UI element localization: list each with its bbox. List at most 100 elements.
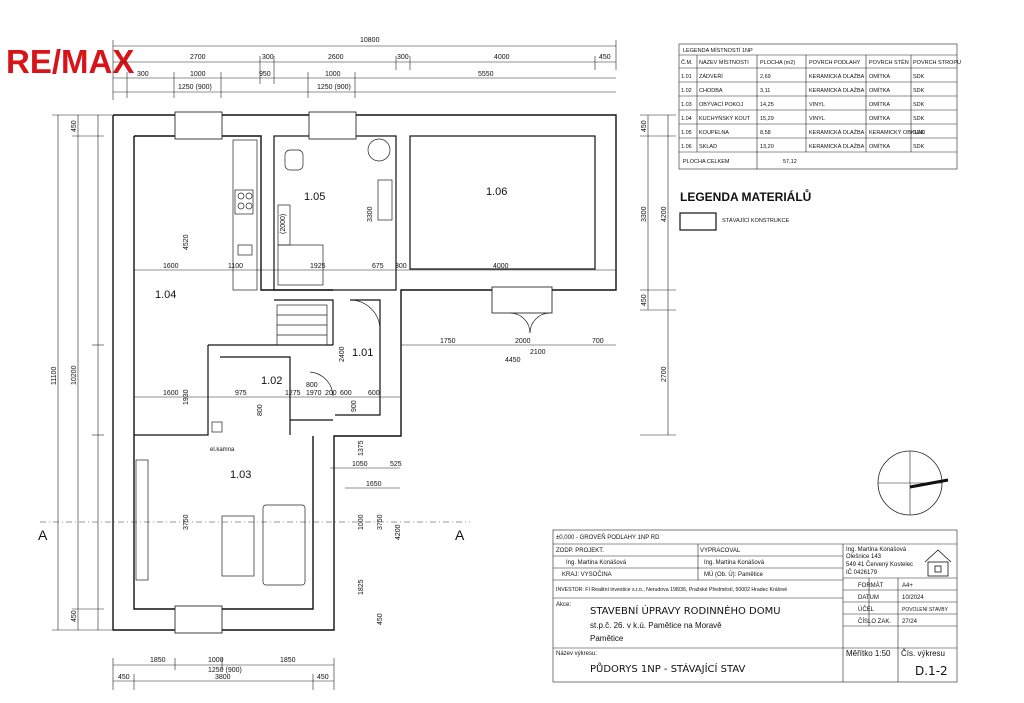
dim-top: 300 [262, 54, 274, 61]
plan-dim: 2100 [530, 349, 546, 356]
table-cell: KERAMICKÁ DLAŽBA [809, 142, 865, 150]
dim-bottom: 1850 [150, 657, 166, 664]
table-cell: KERAMICKÁ DLAŽBA [809, 86, 865, 94]
plan-dim: 1600 [163, 263, 179, 270]
cislo-label: ČÍSLO ZAK. [858, 618, 891, 625]
room-label: 1.02 [261, 375, 282, 387]
table-cell: 1.02 [681, 88, 692, 94]
table-total-value: 57,12 [783, 159, 797, 165]
dim-right: 450 [641, 120, 648, 132]
dim-top: 4000 [494, 54, 510, 61]
table-cell: SKLAD [699, 144, 717, 150]
vypr-name: Ing. Martina Konášová [704, 560, 765, 566]
section-mark-left: A [38, 527, 48, 543]
dim-left: 4520 [183, 234, 190, 250]
table-cell: 1.05 [681, 130, 692, 136]
table-cell: 1.04 [681, 116, 692, 122]
plan-note: el.kamna [210, 447, 235, 453]
plan-dim: 1925 [310, 263, 326, 270]
dim-right: 3300 [641, 206, 648, 222]
dim-left: 450 [71, 610, 78, 622]
room-table-title: LEGENDA MÍSTNOSTÍ 1NP [683, 47, 753, 54]
dim-top: 1250 (900) [317, 84, 351, 91]
plan-dim: 1100 [228, 263, 243, 270]
dim-bottom: 1850 [280, 657, 296, 664]
akce-label: Akce: [556, 602, 571, 608]
dim-top: 5550 [478, 71, 494, 78]
section-mark-right: A [455, 527, 465, 543]
dim-right: 450 [641, 294, 648, 306]
left-dimensions [52, 114, 112, 631]
table-cell: VINYL [809, 116, 825, 122]
plan-dim: 600 [368, 390, 380, 397]
table-cell: 1.01 [681, 74, 692, 80]
dim-top: 2700 [190, 54, 206, 61]
building-walls [112, 114, 617, 631]
ucel-value: POVOLENÍ STAVBY [902, 606, 949, 613]
table-cell: 1.06 [681, 144, 692, 150]
top-dimensions [112, 40, 617, 100]
zodp-name: Ing. Martina Konášová [566, 560, 627, 566]
plan-dim: (2000) [280, 214, 287, 234]
table-cell: 8,58 [760, 130, 771, 136]
plan-dim: 1050 [352, 461, 368, 468]
vypr-label: VYPRACOVAL [700, 548, 741, 554]
windows [174, 111, 553, 634]
bottom-dimensions [112, 658, 335, 690]
table-header: PLOCHA (m2) [760, 60, 795, 66]
dim-bottom: 1250 (900) [208, 667, 242, 674]
room-label: 1.04 [155, 289, 176, 301]
room-legend-table [678, 43, 958, 170]
table-cell: KERAMICKÁ DLAŽBA [809, 128, 865, 136]
table-cell: SDK [913, 144, 925, 150]
plan-dim: 4200 [395, 524, 402, 540]
dim-right: 4200 [661, 206, 668, 222]
plan-dim: 700 [592, 338, 604, 345]
table-header: Č.M. [681, 59, 693, 66]
table-header: NÁZEV MÍSTNOSTI [699, 59, 749, 66]
plan-dim: 1275 [285, 390, 301, 397]
drawing-no: D.1-2 [915, 664, 948, 678]
zodp-label: ZODP. PROJEKT. [556, 548, 604, 554]
nazev-label: Název výkresu: [556, 651, 597, 657]
plan-dim: 2400 [339, 346, 346, 362]
dim-left: 450 [71, 120, 78, 132]
dim-right: 2700 [661, 366, 668, 382]
table-total-label: PLOCHA CELKEM [683, 159, 730, 165]
north-arrow-icon [877, 450, 949, 516]
plan-dim: 4450 [505, 357, 521, 364]
dim-top: 2600 [328, 54, 344, 61]
table-cell: OMÍTKA [869, 143, 890, 150]
table-cell: KOUPELNA [699, 130, 729, 136]
table-header: POVRCH STĚN [869, 58, 909, 66]
plan-dim: 1600 [163, 390, 179, 397]
table-header: POVRCH PODLAHY [809, 60, 861, 66]
table-cell: OMÍTKA [869, 101, 890, 108]
table-cell: OMÍTKA [869, 73, 890, 80]
material-swatch [679, 212, 717, 231]
plan-dimension-lines [134, 269, 616, 489]
dim-left: 10200 [71, 365, 78, 385]
level-note: ±0,000 - GROVEŇ PODLAHY 1NP RD [556, 534, 660, 541]
table-cell: 14,25 [760, 102, 774, 108]
dim-bottom: 450 [317, 674, 329, 681]
table-cell: 13,20 [760, 144, 774, 150]
table-cell: SDK [913, 74, 925, 80]
plan-dim: 1650 [366, 481, 382, 488]
table-cell: SDK [913, 102, 925, 108]
dim-top: 300 [137, 71, 149, 78]
fixtures [135, 138, 551, 586]
table-cell: CHODBA [699, 88, 723, 94]
dim-top: 300 [397, 54, 409, 61]
plan-dim: 1375 [358, 440, 365, 456]
dim-top: 1000 [190, 71, 206, 78]
room-label: 1.06 [486, 186, 507, 198]
room-label: 1.01 [352, 347, 373, 359]
plan-dim: 800 [306, 382, 318, 389]
table-cell: ZÁDVEŘÍ [699, 72, 723, 80]
dim-top: 950 [259, 71, 271, 78]
table-cell: 3,11 [760, 88, 770, 94]
room-label: 1.05 [304, 191, 325, 203]
drawing-no-label: Čís. výkresu [901, 649, 945, 658]
remax-logo: RE/MAX [6, 43, 134, 80]
